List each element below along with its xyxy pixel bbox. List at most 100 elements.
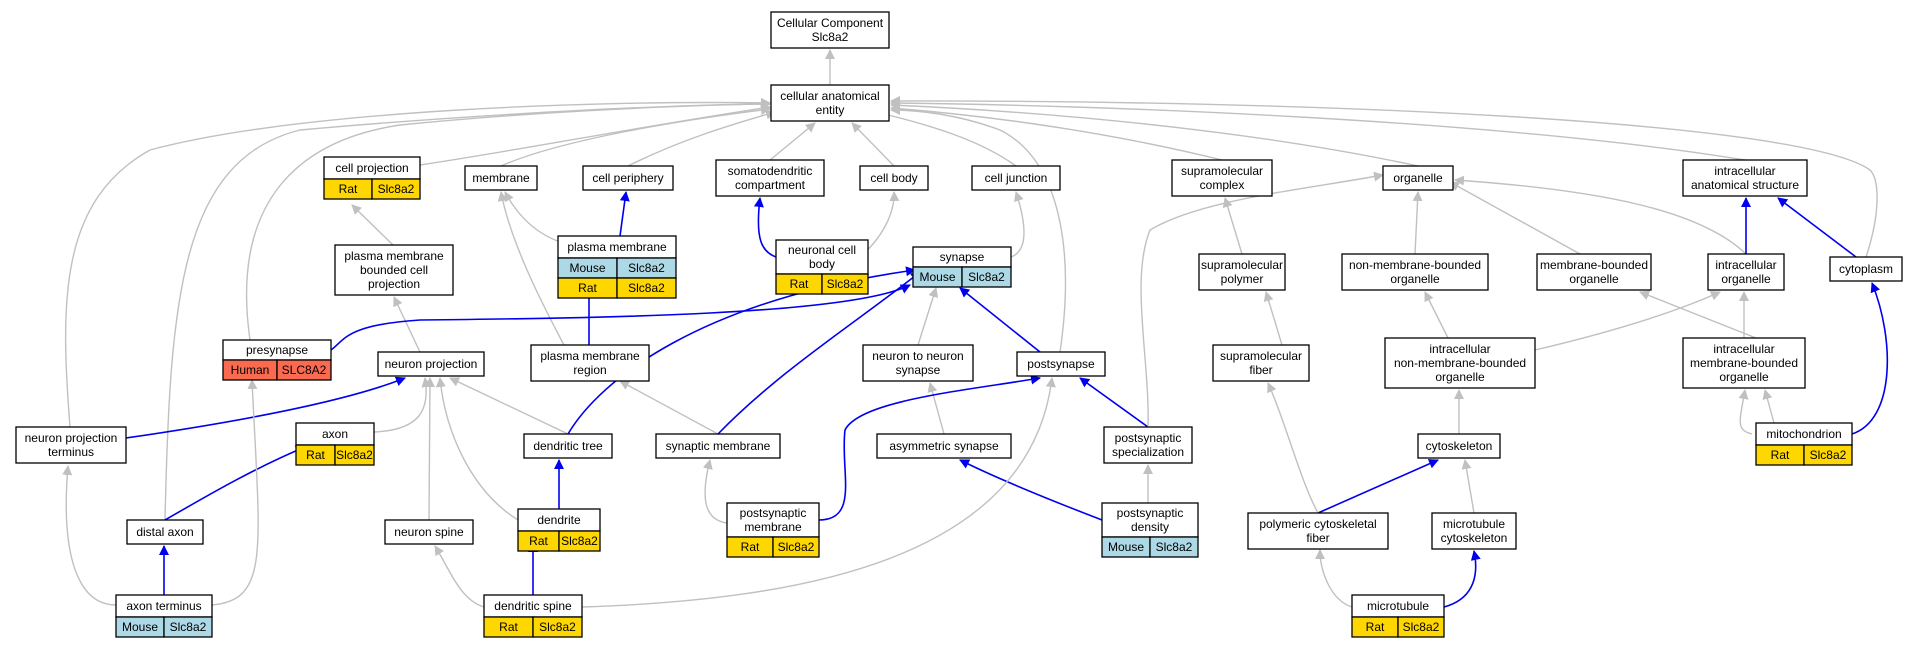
node-box: [1212, 344, 1310, 382]
edge-gray: [890, 103, 1223, 161]
node-box: [464, 165, 538, 191]
node-label: intracellular: [1714, 164, 1775, 178]
node-label: plasma membrane: [540, 349, 640, 363]
gene-label: Slc8a2: [336, 448, 373, 462]
gene-label: Slc8a2: [628, 261, 665, 275]
node-label: projection: [368, 277, 420, 291]
node-box: [1341, 253, 1489, 291]
species-label: Rat: [741, 540, 760, 554]
edge-gray: [890, 100, 1419, 167]
edge-blue: [1851, 282, 1889, 435]
node-label: supramolecular: [1201, 258, 1283, 272]
node-label: cytoskeleton: [1426, 439, 1493, 453]
node-label: cell periphery: [592, 171, 663, 185]
node-label: region: [573, 363, 606, 377]
species-badge: Mouse Slc8a2: [557, 257, 677, 279]
node-label: membrane: [472, 171, 530, 185]
edge-blue: [818, 374, 1041, 521]
edge-gray: [435, 377, 519, 521]
species-label: Rat: [790, 277, 809, 291]
node-label: cytoplasm: [1839, 262, 1893, 276]
node-label: intracellular: [1715, 258, 1776, 272]
node-box: [530, 344, 650, 382]
node-box: [377, 351, 485, 377]
edge-gray: [1315, 549, 1353, 608]
species-label: Mouse: [122, 620, 158, 634]
node-box: [1829, 256, 1903, 282]
node-label: body: [809, 257, 835, 271]
edge-gray: [497, 191, 565, 346]
species-badge: Rat Slc8a2: [557, 277, 677, 299]
node-box: [971, 165, 1061, 191]
edge-gray: [917, 287, 939, 346]
edge-gray: [1412, 191, 1423, 255]
node-organelle: organelle: [1382, 165, 1454, 191]
node-asymsyn: asymmetric synapse: [876, 433, 1012, 459]
gene-label: Slc8a2: [827, 277, 864, 291]
node-distaxon: distal axon: [126, 519, 204, 545]
node-label: supramolecular: [1220, 349, 1302, 363]
node-box: [384, 519, 474, 545]
node-label: fiber: [1306, 531, 1329, 545]
node-box: [715, 159, 825, 197]
edge-gray: [627, 109, 776, 167]
node-cellperiph: cell periphery: [582, 165, 674, 191]
node-box: [523, 433, 613, 459]
node-box: [1198, 253, 1286, 291]
gene-label: Slc8a2: [628, 281, 665, 295]
node-label: organelle: [1719, 370, 1769, 384]
edge-gray: [1639, 290, 1757, 339]
node-label: organelle: [1435, 370, 1485, 384]
node-label: neuron projection: [385, 357, 478, 371]
node-label: plasma membrane: [344, 249, 444, 263]
edge-gray: [1424, 291, 1449, 339]
node-label: synapse: [896, 363, 941, 377]
node-label: cellular anatomical: [780, 89, 879, 103]
node-label: Cellular Component: [777, 16, 884, 30]
node-box: [15, 426, 127, 464]
node-label: dendritic spine: [494, 599, 572, 613]
node-nspine: neuron spine: [384, 519, 474, 545]
node-label: complex: [1200, 178, 1245, 192]
node-celljunc: cell junction: [971, 165, 1061, 191]
node-inmbo: intracellularnon-membrane-boundedorganel…: [1384, 337, 1536, 389]
node-box: [655, 433, 781, 459]
node-box: [1247, 512, 1389, 550]
edge-blue: [717, 271, 921, 435]
node-box: [770, 11, 890, 49]
edge-gray: [500, 105, 771, 167]
edge-blue: [125, 376, 406, 439]
node-label: supramolecular: [1181, 164, 1263, 178]
node-label: polymeric cytoskeletal: [1259, 517, 1376, 531]
edge-gray: [851, 122, 895, 167]
node-label: neuron to neuron: [872, 349, 963, 363]
species-label: Mouse: [569, 261, 605, 275]
node-label: anatomical structure: [1691, 178, 1799, 192]
edge-gray: [1449, 181, 1581, 255]
species-label: Rat: [578, 281, 597, 295]
node-box: [876, 433, 1012, 459]
node-box: [1382, 165, 1454, 191]
node-neuronproj: neuron projection: [377, 351, 485, 377]
node-label: cell junction: [985, 171, 1048, 185]
